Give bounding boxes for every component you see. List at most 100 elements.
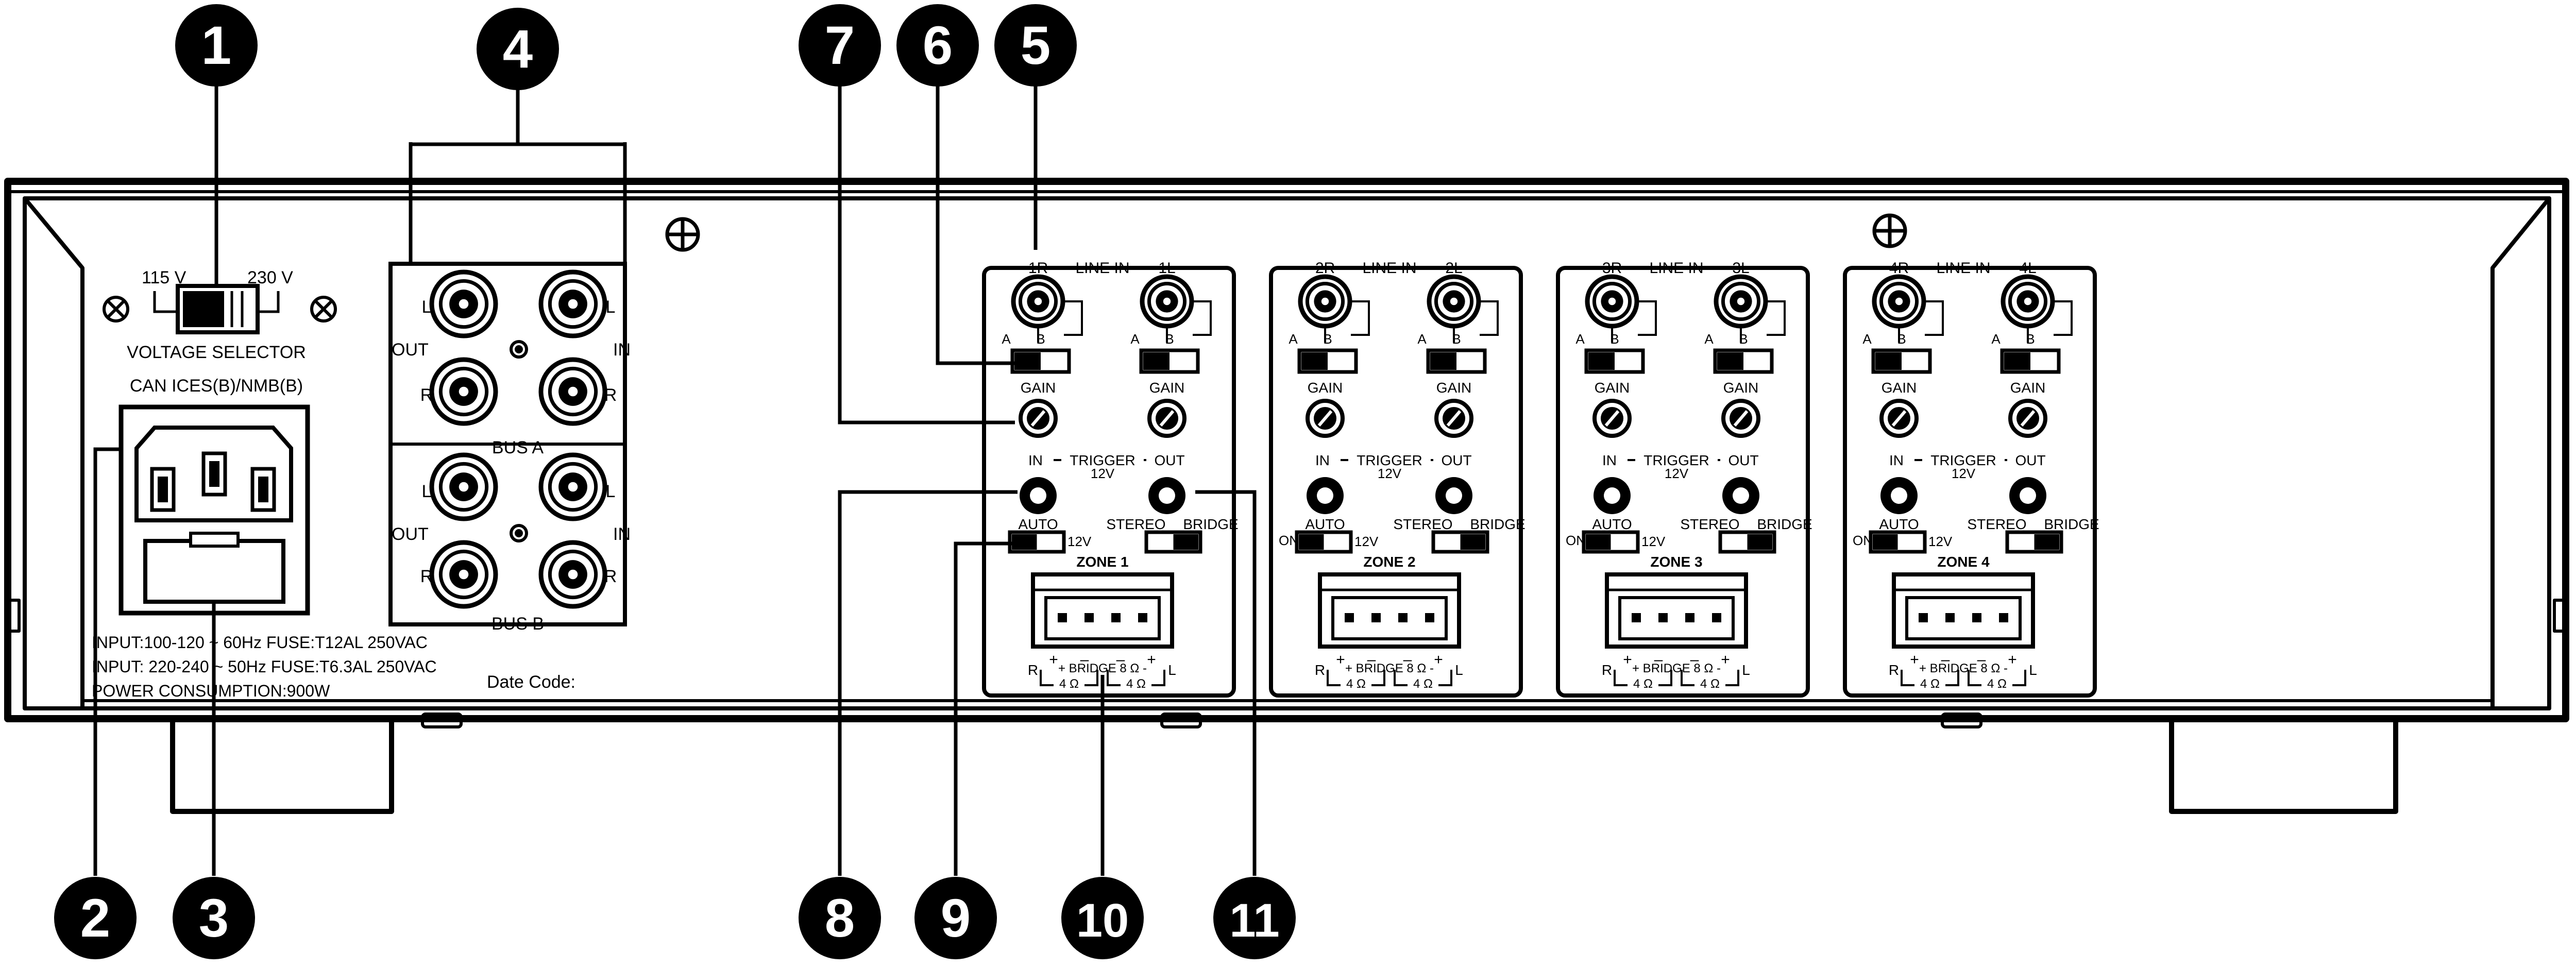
zone-mode-switch[interactable] (1718, 530, 1776, 554)
zone-gain-left-knob[interactable] (1434, 399, 1473, 438)
zone-trigger-in-jack[interactable] (1594, 477, 1631, 514)
zone-line-in-right-jack[interactable] (1298, 274, 1352, 329)
fuse-holder[interactable] (143, 532, 285, 604)
bus-rca-jack[interactable] (538, 452, 607, 521)
zone-trigger-out-jack[interactable] (1722, 477, 1759, 514)
zone-terminal-minus: – (1116, 651, 1125, 668)
bus-center-marker (510, 340, 528, 542)
zone-gain-left-knob[interactable] (2008, 399, 2047, 438)
zone-trigger-out-jack[interactable] (1435, 477, 1472, 514)
date-code-label: Date Code: (487, 672, 575, 692)
zone-a-label: A (1704, 331, 1714, 347)
zone-a-label: A (1862, 331, 1872, 347)
zone-bridge-label: BRIDGE (1470, 516, 1525, 532)
bus-rca-jack[interactable] (538, 540, 607, 609)
zone-line-in-left-jack[interactable] (1140, 274, 1194, 329)
zone-stereo-label: STEREO (1393, 516, 1452, 532)
zone-name-label: ZONE 3 (1650, 554, 1702, 570)
zone-input-select-switch[interactable] (1584, 348, 1645, 374)
zone-trigger-out-jack[interactable] (1148, 477, 1185, 514)
zone-terminal-minus: – (1654, 651, 1663, 668)
zone-input-select-switch[interactable] (1297, 348, 1358, 374)
zone-line-in-left-jack[interactable] (1714, 274, 1768, 329)
zone-left-input-label: 2L (1445, 260, 1462, 277)
zone-right-input-label: 3R (1602, 260, 1622, 277)
zone-bridge-label: BRIDGE (1183, 516, 1238, 532)
zone-input-select-switch[interactable] (1010, 348, 1071, 374)
zone-b-label: B (1739, 331, 1748, 347)
zone-auto-switch[interactable] (1582, 530, 1640, 554)
zone-gain-right-knob[interactable] (1879, 399, 1919, 438)
zone-line-in-right-jack[interactable] (1011, 274, 1065, 329)
zone-trigger-out-jack[interactable] (2009, 477, 2046, 514)
bus-rca-jack[interactable] (429, 357, 498, 426)
zone-gain-right-knob[interactable] (1592, 399, 1632, 438)
callout-number: 3 (199, 888, 229, 948)
zone-bridge-label: BRIDGE (1757, 516, 1812, 532)
zone-mode-switch[interactable] (1144, 530, 1202, 554)
zone-trigger-label: TRIGGER (1070, 452, 1136, 468)
callout-10-badge: 10 (1061, 877, 1144, 959)
zone-trigger-in-jack[interactable] (1880, 477, 1918, 514)
zone-line-in-right-jack[interactable] (1872, 274, 1926, 329)
zone-line-in-left-jack[interactable] (2001, 274, 2055, 329)
zone-input-select-switch[interactable] (2000, 348, 2061, 374)
zone-gain-label: GAIN (1308, 380, 1343, 396)
bus-rca-jack[interactable] (429, 269, 498, 338)
zone-speaker-terminal[interactable] (1605, 572, 1748, 649)
zone-stereo-label: STEREO (1967, 516, 2026, 532)
zone-auto-switch[interactable] (1869, 530, 1927, 554)
zone-input-select-switch[interactable] (1871, 348, 1932, 374)
certification-label: CAN ICES(B)/NMB(B) (130, 376, 303, 396)
zone-terminal-r-label: R (1028, 662, 1038, 678)
chassis-outer (4, 178, 2569, 722)
zone-trigger-in-jack[interactable] (1307, 477, 1344, 514)
zone-trigger-out-label: OUT (1441, 452, 1471, 468)
zone-auto-switch[interactable] (1008, 530, 1066, 554)
bus-b-label: BUS B (492, 614, 544, 634)
zone-speaker-terminal[interactable] (1031, 572, 1174, 649)
zone-4ohm-left-label: 4 Ω (1987, 677, 2007, 691)
zone-input-select-switch[interactable] (1139, 348, 1200, 374)
zone-4ohm-left-label: 4 Ω (1413, 677, 1433, 691)
zone-speaker-terminal[interactable] (1892, 572, 2035, 649)
zone-gain-right-knob[interactable] (1306, 399, 1345, 438)
zone-terminal-minus: – (1403, 651, 1412, 668)
zone-speaker-terminal[interactable] (1318, 572, 1461, 649)
zone-trigger-voltage-label: 12V (1091, 466, 1115, 481)
chassis-inner (23, 196, 2551, 710)
zone-gain-left-knob[interactable] (1721, 399, 1760, 438)
bus-a-r-left: R (420, 385, 433, 405)
zone-line-in-left-jack[interactable] (1427, 274, 1481, 329)
bus-rca-jack[interactable] (429, 452, 498, 521)
zone-mode-switch[interactable] (2005, 530, 2063, 554)
zone-input-select-switch[interactable] (1713, 348, 1774, 374)
bus-rca-jack[interactable] (538, 357, 607, 426)
zone-12v-label: 12V (1067, 534, 1092, 549)
zone-input-select-switch[interactable] (1426, 348, 1487, 374)
zone-gain-label: GAIN (1149, 380, 1184, 396)
zone-line-in-label: LINE IN (1649, 260, 1703, 277)
bus-rca-jacks (429, 269, 607, 609)
zone-auto-switch[interactable] (1295, 530, 1353, 554)
zone-right-input-label: 1R (1028, 260, 1048, 277)
zone-left-input-label: 3L (1732, 260, 1749, 277)
zone-4ohm-right-label: 4 Ω (1346, 677, 1366, 691)
zone-terminal-plus: + (1623, 651, 1632, 668)
zone-b-label: B (1452, 331, 1461, 347)
bus-b-l-left: L (422, 482, 432, 501)
zone-gain-left-knob[interactable] (1147, 399, 1187, 438)
zone-stereo-label: STEREO (1680, 516, 1739, 532)
voltage-selector-switch[interactable] (176, 284, 260, 334)
bus-rca-jack[interactable] (538, 269, 607, 338)
zone-gain-right-knob[interactable] (1019, 399, 1058, 438)
zone-gain-label: GAIN (1882, 380, 1917, 396)
zone-12v-label: 12V (1641, 534, 1666, 549)
zone-line-in-right-jack[interactable] (1585, 274, 1639, 329)
zone-terminal-plus: + (1434, 651, 1443, 668)
zone-b-label: B (1165, 331, 1174, 347)
zone-mode-switch[interactable] (1431, 530, 1489, 554)
bus-rca-jack[interactable] (429, 540, 498, 609)
zone-trigger-in-jack[interactable] (1020, 477, 1057, 514)
